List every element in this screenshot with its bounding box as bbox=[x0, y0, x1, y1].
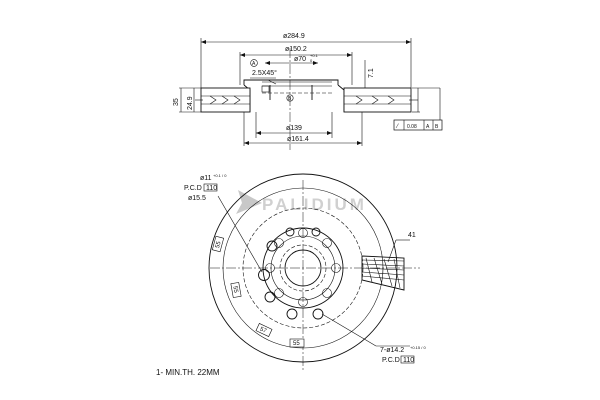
angle-bottom-left-label: 57 bbox=[259, 326, 268, 335]
hat-depth-label: 7.1 bbox=[368, 68, 375, 78]
min-thickness-note: 1- MIN.TH. 22MM bbox=[156, 368, 220, 377]
angle-bottom-label: 55 bbox=[293, 341, 300, 347]
hat-diameter-label: ø150.2 bbox=[285, 46, 307, 53]
svg-text:0.08: 0.08 bbox=[407, 124, 417, 130]
vent-diameter-label: ø161.4 bbox=[287, 136, 309, 143]
angle-boxes: 55 55 57 55 bbox=[211, 235, 305, 348]
svg-text:+0.15 / 0: +0.15 / 0 bbox=[410, 345, 426, 350]
angle-left-label: 55 bbox=[231, 286, 238, 294]
bolt-holes-label: 7-ø14.2 bbox=[380, 347, 404, 354]
svg-text:0: 0 bbox=[310, 58, 313, 63]
front-view: 41 55 55 57 55 ø1 bbox=[184, 173, 426, 372]
tolerance-frame: ⁄ 0.08 A B bbox=[393, 119, 443, 131]
bolt-callout: 7-ø14.2 +0.15 / 0 P.C.D 110 bbox=[380, 345, 426, 364]
chamfer-label: 2.5X45° bbox=[252, 69, 277, 77]
datum-a: A bbox=[252, 61, 256, 67]
svg-text:⁄: ⁄ bbox=[395, 124, 399, 130]
outer-diameter-label: ø284.9 bbox=[283, 33, 305, 40]
total-height-label: 35 bbox=[173, 98, 180, 106]
bolt-holes bbox=[258, 227, 341, 320]
small-hole-label: ø11 bbox=[200, 175, 212, 182]
pcd-bottom-value: 110 bbox=[403, 357, 414, 364]
datum-b: B bbox=[288, 96, 292, 102]
vane-count-label: 41 bbox=[408, 232, 416, 239]
svg-text:+0.1: +0.1 bbox=[310, 53, 319, 58]
inner-diameter-label: ø139 bbox=[286, 125, 302, 132]
vane-cutaway: 41 bbox=[361, 232, 416, 291]
center-bore-label: ø70 bbox=[294, 56, 306, 63]
svg-text:B: B bbox=[435, 124, 439, 130]
hole-callout: ø11 +0.1 / 0 P.C.D 110 ø15.5 bbox=[184, 173, 227, 202]
pcd-bottom-label: P.C.D bbox=[382, 357, 400, 364]
side-view: ø284.9 ø150.2 ø70 +0.1 0 A 2.5X45° 7.1 bbox=[173, 33, 443, 150]
brand-name: PALIDIUM bbox=[262, 195, 367, 214]
svg-text:+0.1 / 0: +0.1 / 0 bbox=[213, 173, 227, 178]
hole-diameter-label: ø15.5 bbox=[188, 195, 206, 202]
svg-text:A: A bbox=[426, 124, 430, 130]
pcd-boxed-value: 110 bbox=[206, 185, 217, 192]
angle-top-label: 55 bbox=[215, 240, 223, 249]
pcd-label: P.C.D bbox=[184, 185, 202, 192]
brand-logo: PALIDIUM bbox=[236, 190, 367, 214]
disc-thickness-label: 24.9 bbox=[187, 96, 194, 110]
